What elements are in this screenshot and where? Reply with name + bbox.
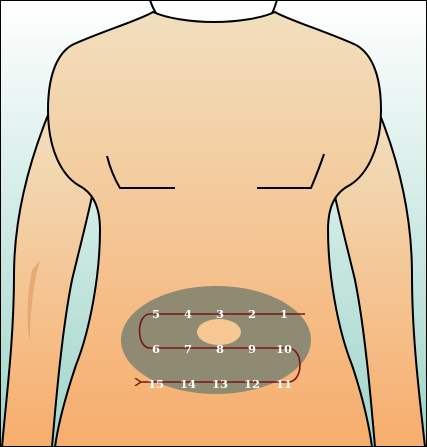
- site-number-12: 12: [244, 377, 260, 391]
- site-number-10: 10: [276, 342, 292, 356]
- site-number-2: 2: [248, 307, 256, 321]
- site-number-1: 1: [280, 307, 288, 321]
- site-number-5: 5: [152, 307, 160, 321]
- site-number-14: 14: [180, 377, 196, 391]
- site-number-8: 8: [216, 342, 224, 356]
- site-number-9: 9: [248, 342, 256, 356]
- site-number-6: 6: [152, 342, 160, 356]
- site-number-3: 3: [216, 307, 224, 321]
- site-number-13: 13: [212, 377, 228, 391]
- site-number-11: 11: [276, 377, 292, 391]
- site-number-4: 4: [184, 307, 192, 321]
- site-number-7: 7: [184, 342, 192, 356]
- site-number-15: 15: [148, 377, 164, 391]
